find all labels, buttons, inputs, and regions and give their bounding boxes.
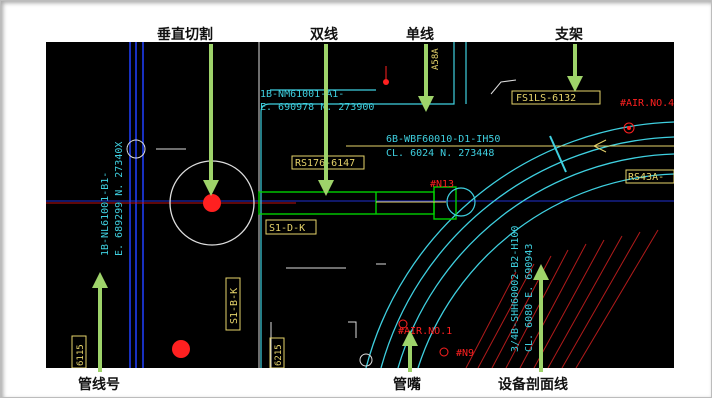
- cad-drawing: 1B-NM61001-A1- E. 690978 N. 273900 A58A …: [46, 42, 674, 368]
- vertical-pipe-left-label: 1B-NL61001-B1-: [100, 172, 111, 256]
- callout-single-line: 单线: [406, 27, 434, 43]
- vessel-red-marker: [203, 194, 221, 212]
- callout-double-line: 双线: [310, 27, 338, 43]
- vertical-pipe-right-label: 3/4B-SHH60002-B2-H100: [510, 226, 521, 352]
- n9-label: #N9: [456, 348, 474, 359]
- equipment-arcs: [365, 121, 674, 368]
- blue-pipe-group: [46, 42, 674, 368]
- callout-support: 支架: [555, 27, 583, 43]
- tag-215-label: 6215: [274, 344, 284, 366]
- air-no4-label: #AIR.NO.4: [620, 98, 674, 109]
- rs43a-label: RS43A-: [628, 172, 664, 183]
- n9-marker: [439, 347, 449, 357]
- callout-line-number: 管线号: [78, 377, 120, 393]
- n13-label: #N13: [430, 179, 454, 190]
- small-circle-left: [126, 139, 146, 159]
- s1dk-label: S1-D-K: [269, 223, 305, 234]
- pipe-1b-lines: [260, 42, 467, 368]
- support-fs1-label: FS1LS-6132: [516, 93, 576, 104]
- tag-6115-label: 6115: [76, 344, 86, 366]
- coord-6b-label: CL. 6024 N. 273448: [386, 148, 494, 159]
- vertical-coord-right-label: CL. 6080 E. 690943: [524, 244, 535, 352]
- tag-a58-label: A58A: [431, 48, 441, 70]
- callout-vertical-cut: 垂直切割: [157, 27, 213, 43]
- air-no4-marker: [623, 122, 635, 134]
- callout-nozzle: 管嘴: [393, 377, 421, 393]
- coord-1b-label: E. 690978 N. 273900: [260, 102, 374, 113]
- s1bk-label: S1-B-K: [229, 288, 240, 324]
- pipe-1b-label: 1B-NM61001-A1-: [260, 89, 344, 100]
- vertical-coord-left-label: E. 689299 N. 27340X: [114, 142, 125, 256]
- air-no1-label: #AIR.NO.1: [398, 326, 452, 337]
- red-marker-bottom: [172, 340, 190, 358]
- pipe-6b-label: 6B-WBF60010-D1-IH50: [386, 134, 500, 145]
- equipment-hatch: [465, 229, 659, 368]
- cad-background: [46, 42, 674, 368]
- air-no1-marker: [398, 319, 408, 329]
- double-line-pipe: [258, 186, 457, 220]
- white-details: [270, 79, 517, 368]
- callout-equipment-section-line: 设备剖面线: [498, 377, 568, 393]
